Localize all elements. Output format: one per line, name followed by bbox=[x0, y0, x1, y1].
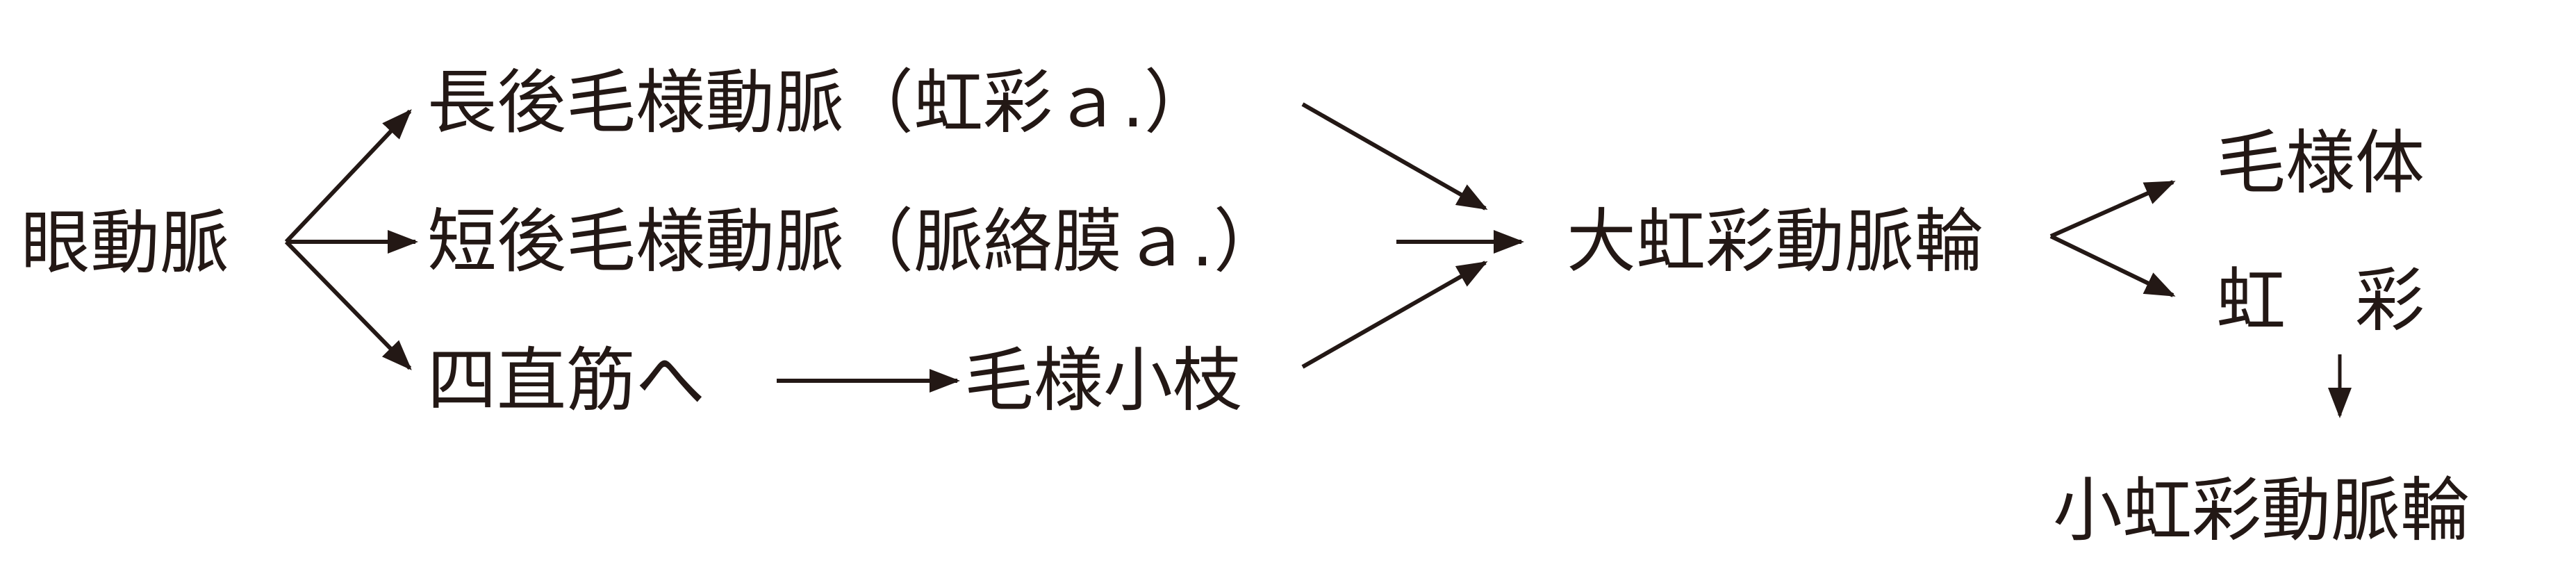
short-posterior-ciliary-artery-label: 短後毛様動脈（脈絡膜ａ.） bbox=[427, 201, 1283, 282]
to-rectus-muscles-label: 四直筋へ bbox=[427, 340, 705, 421]
arrow-ophthalmic-to-long bbox=[284, 109, 412, 244]
arrow-major-circle-to-ciliary-body bbox=[2049, 180, 2176, 238]
arrow-ciliary-branch-to-major-circle bbox=[1301, 261, 1488, 369]
long-posterior-ciliary-artery-label: 長後毛様動脈（虹彩ａ.） bbox=[427, 62, 1214, 143]
arrow-long-to-major-circle bbox=[1301, 102, 1488, 211]
ciliary-branch-label: 毛様小枝 bbox=[964, 340, 1242, 421]
arrow-major-circle-to-iris bbox=[2049, 234, 2176, 297]
ciliary-body-label: 毛様体 bbox=[2216, 122, 2425, 204]
arrow-ophthalmic-to-rectus bbox=[284, 240, 412, 370]
ophthalmic-artery-label: 眼動脈 bbox=[21, 202, 229, 283]
iris-label: 虹 彩 bbox=[2216, 260, 2425, 341]
minor-arterial-circle-label: 小虹彩動脈輪 bbox=[2053, 470, 2470, 551]
major-arterial-circle-label: 大虹彩動脈輪 bbox=[1567, 201, 1983, 282]
